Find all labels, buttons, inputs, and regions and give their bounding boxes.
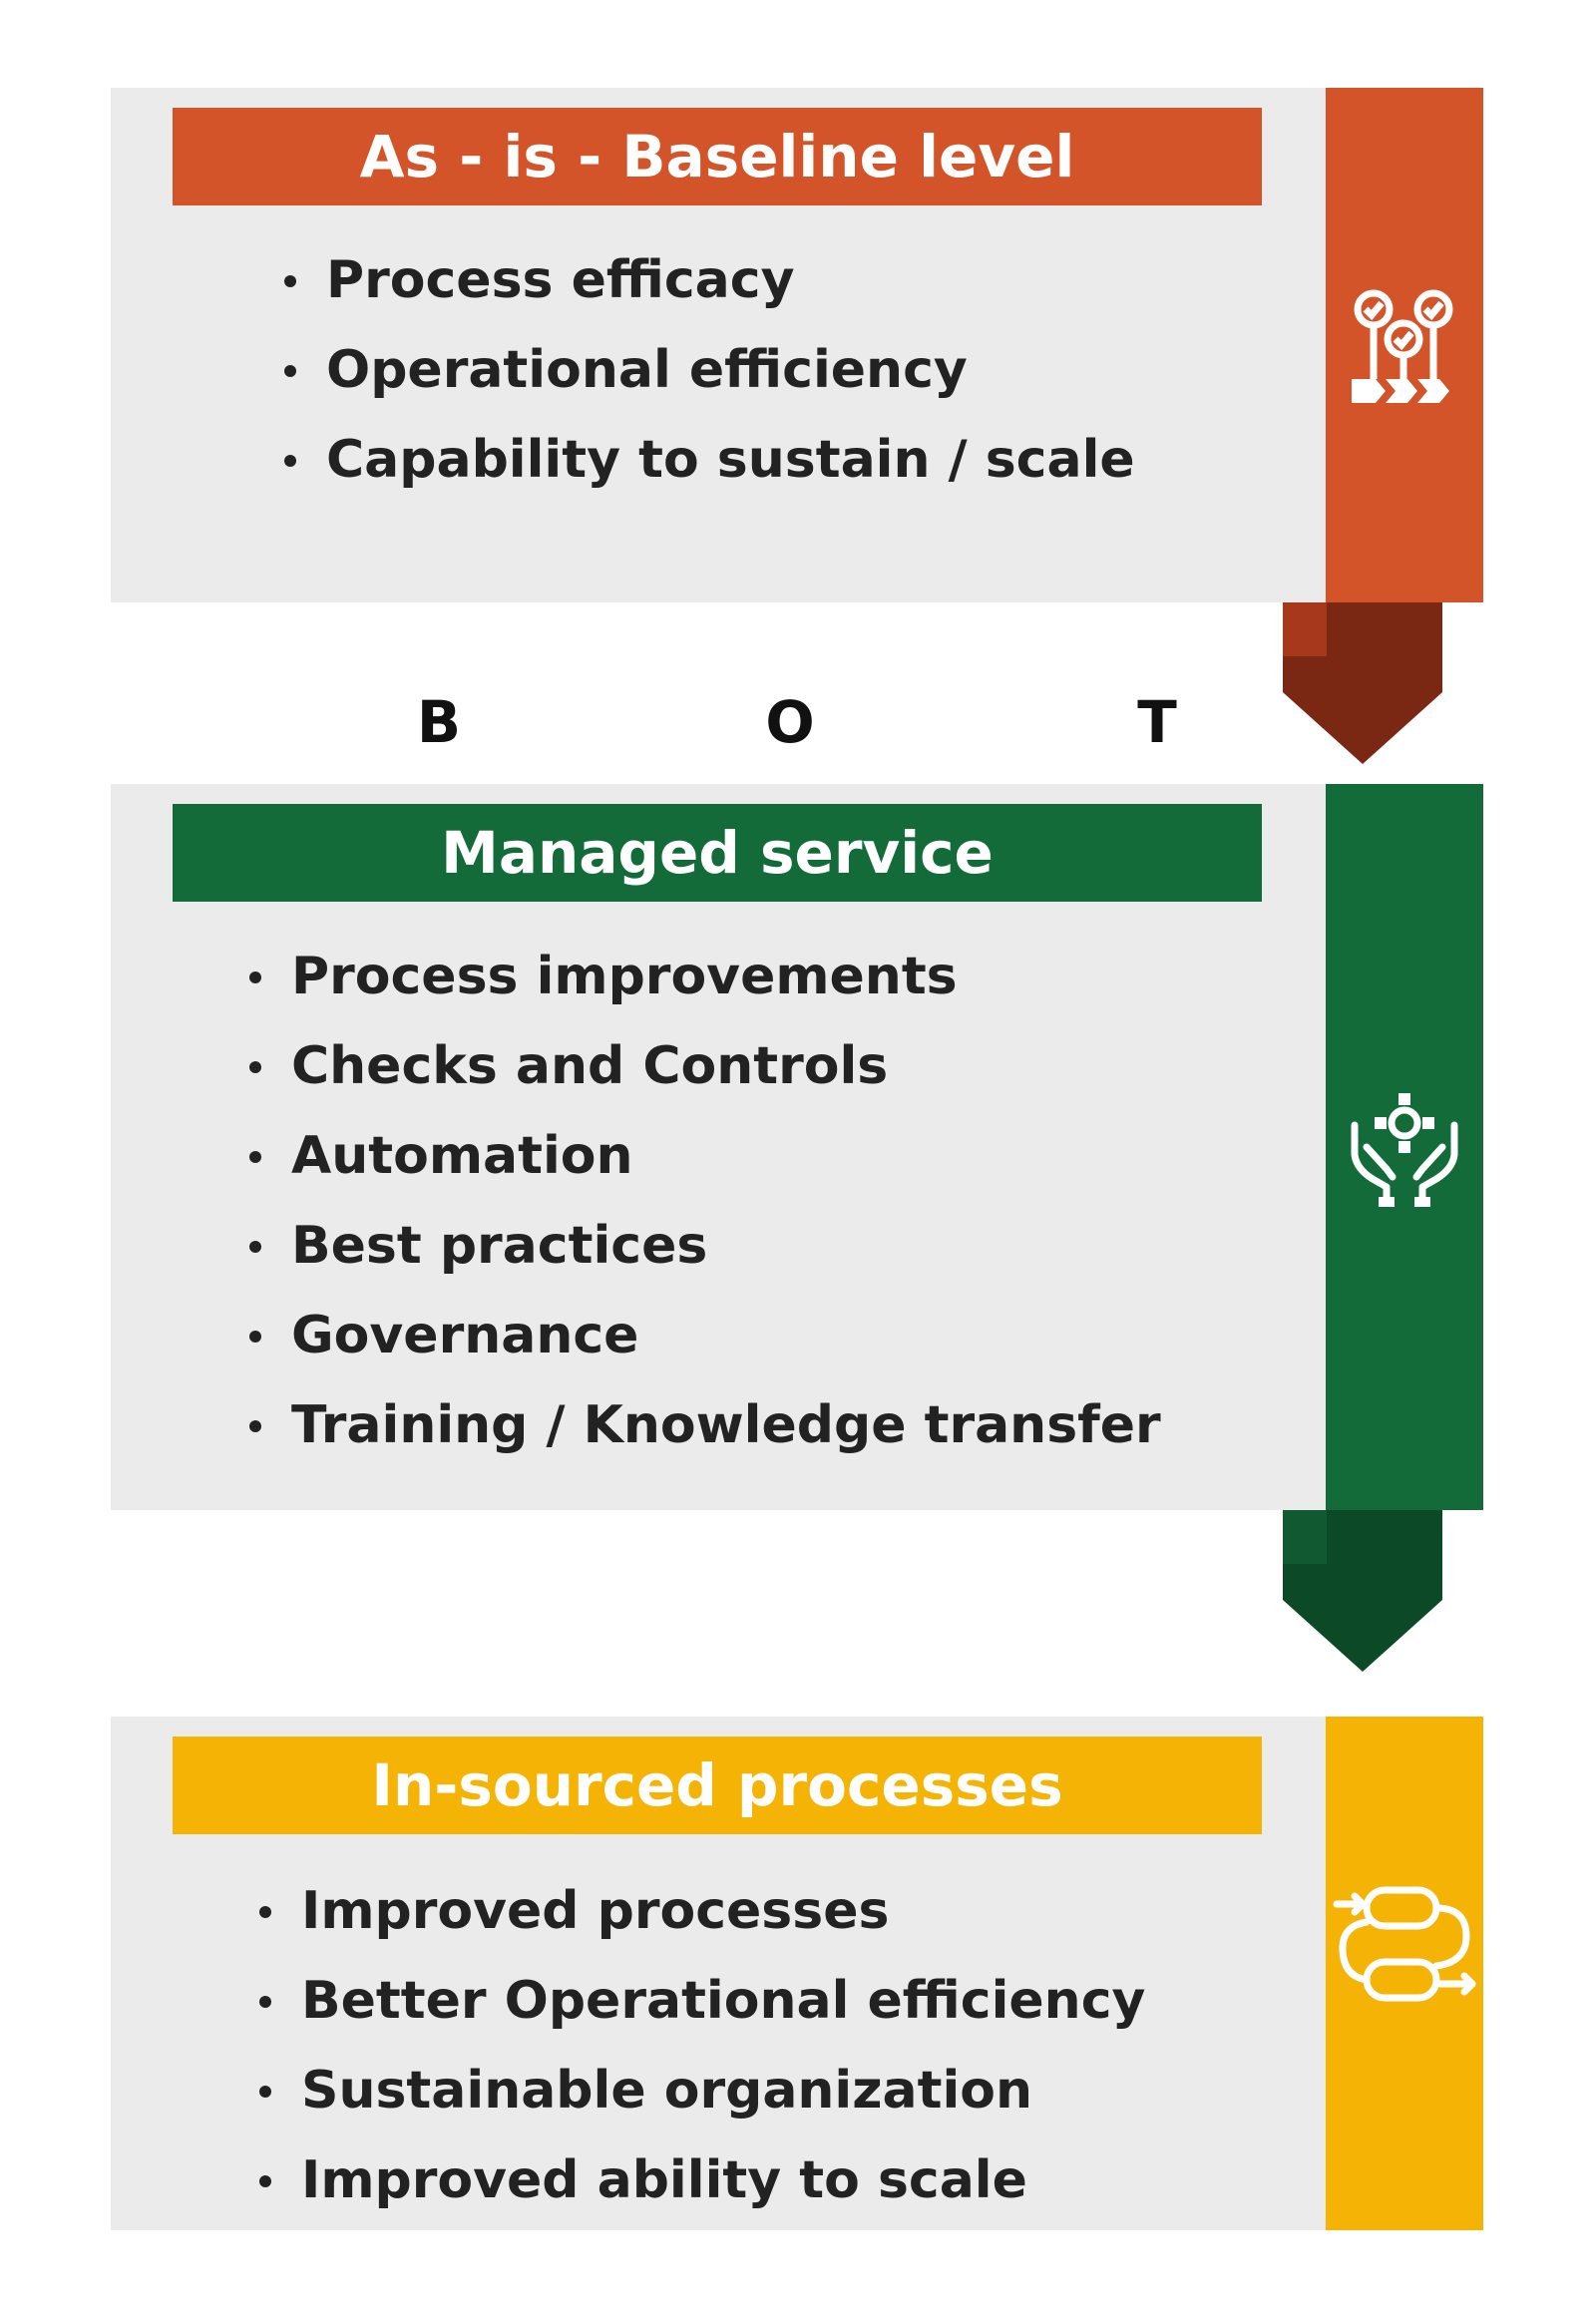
stage-managed-list: Process improvements Checks and Controls…	[245, 932, 1161, 1470]
list-item: Operational efficiency	[280, 325, 1135, 415]
list-item: Improved processes	[255, 1866, 1145, 1956]
bot-letter-t: T	[1137, 688, 1177, 756]
list-item: Process improvements	[245, 932, 1161, 1021]
list-item: Better Operational efficiency	[255, 1956, 1145, 2046]
stage-managed-title: Managed service	[173, 804, 1262, 902]
stage-insourced-panel: In-sourced processes Improved processes …	[111, 1717, 1483, 2230]
list-item: Training / Knowledge transfer	[245, 1380, 1161, 1470]
list-item: Best practices	[245, 1201, 1161, 1291]
stage-managed-sidebar	[1326, 784, 1483, 1510]
down-arrow-2	[1283, 1510, 1442, 1672]
list-item: Sustainable organization	[255, 2046, 1145, 2135]
list-item: Governance	[245, 1291, 1161, 1380]
milestones-icon	[1352, 289, 1453, 403]
down-arrow-1	[1283, 602, 1442, 764]
list-item: Automation	[245, 1111, 1161, 1201]
stage-baseline-panel: As - is - Baseline level Process efficac…	[111, 88, 1483, 602]
bot-letter-b: B	[416, 688, 462, 756]
stage-insourced-title: In-sourced processes	[173, 1737, 1262, 1834]
hands-gear-icon	[1351, 1093, 1458, 1207]
list-item: Checks and Controls	[245, 1021, 1161, 1111]
bot-letter-o: O	[765, 688, 815, 756]
list-item: Process efficacy	[280, 235, 1135, 325]
stage-managed-panel: Managed service Process improvements Che…	[111, 784, 1483, 1510]
stage-baseline-sidebar	[1326, 88, 1483, 602]
list-item: Improved ability to scale	[255, 2135, 1145, 2225]
stage-baseline-list: Process efficacy Operational efficiency …	[280, 235, 1135, 505]
list-item: Capability to sustain / scale	[280, 415, 1135, 505]
stage-insourced-sidebar	[1326, 1717, 1483, 2230]
stage-insourced-list: Improved processes Better Operational ef…	[255, 1866, 1145, 2225]
stage-baseline-title: As - is - Baseline level	[173, 108, 1262, 205]
process-flow-icon	[1333, 1886, 1476, 2002]
